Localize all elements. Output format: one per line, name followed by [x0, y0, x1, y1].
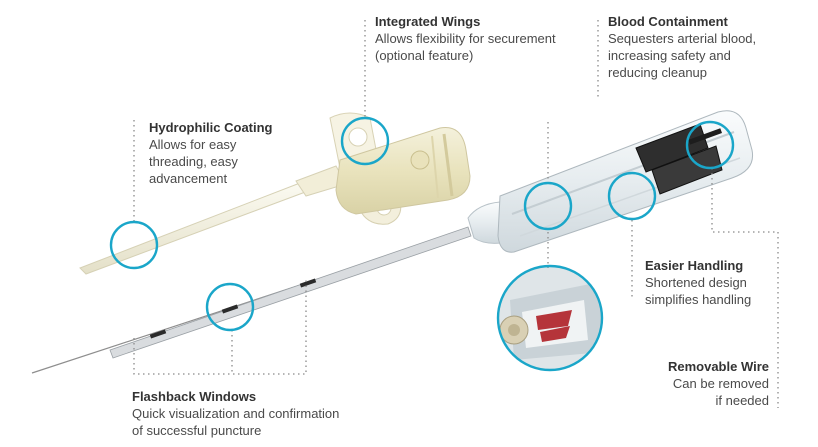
hydrophilic-coating-title: Hydrophilic Coating — [149, 120, 273, 135]
wing-hole — [348, 127, 368, 147]
needle-shaft — [109, 226, 472, 359]
highlight-circles — [109, 116, 735, 372]
hydrophilic-coating-desc: Allows for easy threading, easy advancem… — [149, 137, 238, 186]
blood-flash — [536, 310, 572, 330]
catheter-assembly — [79, 112, 471, 275]
callout-removable-wire: Removable Wire Can be removed if needed — [630, 358, 769, 409]
easier-handling-title: Easier Handling — [645, 258, 744, 273]
flashback-window-2 — [221, 304, 239, 314]
blood-containment-title: Blood Containment — [608, 14, 728, 29]
leader-lines — [133, 20, 779, 408]
callout-flashback-windows: Flashback Windows Quick visualization an… — [132, 388, 339, 439]
removable-wire-title: Removable Wire — [667, 359, 769, 374]
highlight-wing — [340, 116, 390, 166]
highlight-zoom-source — [523, 181, 573, 231]
needle-assembly — [31, 110, 754, 374]
highlight-flashback — [205, 282, 255, 332]
flashback-windows-desc: Quick visualization and confirmation of … — [132, 406, 340, 438]
callout-blood-containment: Blood Containment Sequesters arterial bl… — [608, 13, 756, 81]
integrated-wings-title: Integrated Wings — [375, 14, 481, 29]
tip-zoom-inset — [498, 266, 602, 370]
flashback-window-3 — [299, 278, 317, 288]
removable-wire-desc: Can be removed if needed — [672, 376, 769, 408]
callout-easier-handling: Easier Handling Shortened design simplif… — [645, 257, 751, 308]
easier-handling-desc: Shortened design simplifies handling — [645, 275, 752, 307]
flashback-window-1 — [149, 329, 167, 339]
blood-containment-desc: Sequesters arterial blood, increasing sa… — [608, 31, 757, 80]
highlight-containment — [685, 120, 735, 170]
hub-logo — [410, 150, 430, 170]
highlight-zoom-inset — [496, 264, 604, 372]
flashback-windows-title: Flashback Windows — [132, 389, 257, 404]
leader-flashback-windows — [133, 280, 307, 375]
catheter-tube — [79, 182, 309, 275]
highlight-handling — [607, 171, 657, 221]
integrated-wings-desc: Allows flexibility for securement (optio… — [375, 31, 556, 63]
callout-hydrophilic-coating: Hydrophilic Coating Allows for easy thre… — [149, 119, 273, 187]
callout-integrated-wings: Integrated Wings Allows flexibility for … — [375, 13, 556, 64]
highlight-coating — [109, 220, 159, 270]
